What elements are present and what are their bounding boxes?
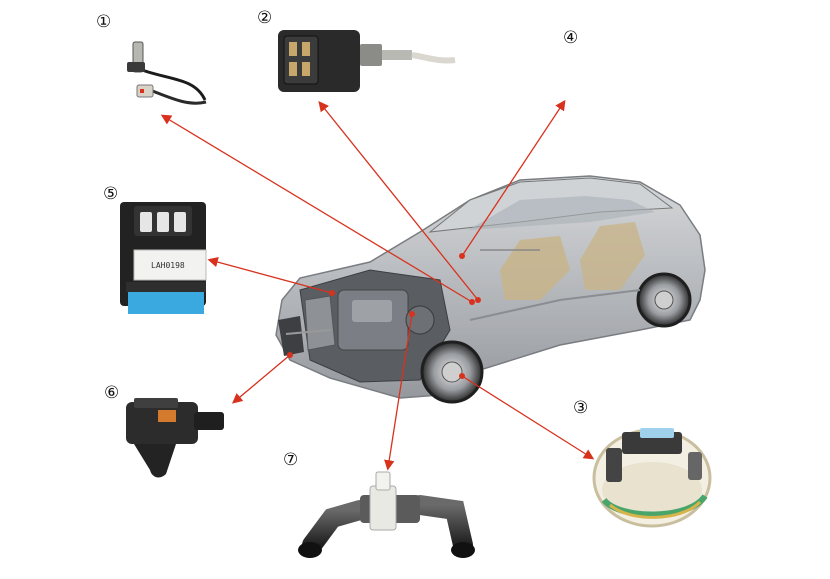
arrow-1 (160, 114, 473, 303)
arrow-origin-dots (287, 253, 481, 379)
arrow-5 (207, 257, 333, 294)
part-6-sensor (126, 398, 224, 478)
part-2-switch (278, 30, 456, 92)
part-3-round-module (592, 428, 712, 528)
arrow-3 (461, 375, 595, 460)
callout-number-2: ② (257, 8, 273, 28)
relay-label: LAH0198 (151, 261, 185, 270)
part-5-relay: LAH0198 (120, 202, 207, 314)
arrow-6 (232, 354, 291, 404)
part-1-sensor-wires (127, 41, 207, 105)
callout-number-1: ① (96, 12, 112, 32)
callout-number-6: ⑥ (104, 383, 120, 403)
callout-number-4: ④ (563, 28, 579, 48)
callout-number-3: ③ (573, 398, 589, 418)
arrow-2 (318, 100, 479, 301)
part-7-hose-connector (298, 471, 475, 558)
arrow-4 (461, 99, 566, 257)
callout-number-7: ⑦ (283, 450, 299, 470)
arrow-7 (384, 313, 413, 471)
callout-number-5: ⑤ (103, 184, 119, 204)
car-cutaway (275, 175, 706, 404)
callout-arrows (160, 99, 595, 471)
